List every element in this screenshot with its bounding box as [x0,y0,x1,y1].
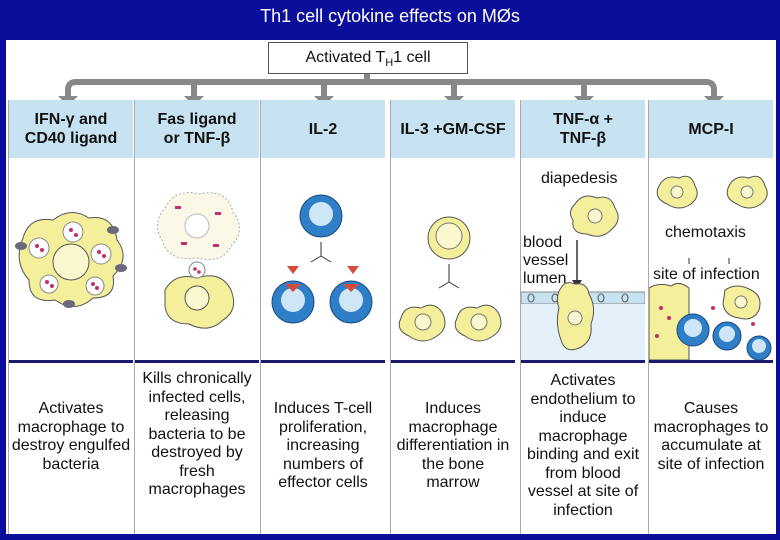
header-line-2: TNF-β [559,130,607,147]
site-of-infection-label: site of infection [653,266,760,283]
apoptotic-cell-illustration [135,158,259,360]
column-description: Induces macrophage differentiation in th… [396,400,510,491]
root-suffix: 1 cell [393,49,431,66]
column-divider [261,360,385,363]
chemotaxis-illustration: chemotaxis site of infection [649,158,773,360]
column-il-2: IL-2 Induces T-cell proliferation, incre… [260,100,385,534]
column-description: Activates macrophage to destroy engulfed… [11,400,131,473]
blood-label: blood [523,234,563,251]
header-line-1: IL-2 [308,120,338,138]
activated-th1-cell-box: Activated TH1 cell [268,42,468,74]
root-text: Activated T [305,49,386,66]
lumen-label: lumen [523,270,567,287]
vessel-label: vessel [523,252,569,269]
header-line-2: CD40 ligand [24,130,118,147]
header-line-1: TNF-α + [552,111,614,128]
column-header: Fas ligand or TNF-β [135,100,259,158]
column-header: IL-2 [261,100,385,158]
column-fas-ligand: Fas ligand or TNF-β Kills chronically inf… [134,100,259,534]
column-header: TNF-α + TNF-β [521,100,645,158]
column-description: Kills chronically infected cells, releas… [142,370,252,498]
column-divider [9,360,133,363]
column-header: MCP-I [649,100,773,158]
t-cell-proliferation-illustration [261,158,385,360]
column-description: Activates endothelium to induce macropha… [526,372,640,519]
root-subscript: H [385,57,394,70]
column-mcp-1: MCP-I chemotaxis site of infection Cause… [648,100,773,534]
chemotaxis-label: chemotaxis [665,224,746,241]
column-header: IL-3 +GM-CSF [391,100,515,158]
diapedesis-illustration: diapedesis blood vessel lumen [521,158,645,360]
column-divider [521,360,645,363]
macrophage-illustration [9,158,133,360]
column-description: Induces T-cell proliferation, increasing… [273,400,373,491]
column-tnf-alpha-beta: TNF-α + TNF-β diapedesis blood vessel lum… [520,100,645,534]
header-line-2: or TNF-β [163,130,231,147]
column-divider [135,360,259,363]
header-line-1: IFN-γ and [34,111,108,128]
column-description: Causes macrophages to accumulate at site… [653,400,769,473]
column-divider [391,360,515,363]
header-line-1: Fas ligand [157,111,237,128]
diapedesis-label: diapedesis [541,170,618,187]
column-divider [649,360,773,363]
header-line-1: MCP-I [688,120,734,138]
slide-title: Th1 cell cytokine effects on MØs [260,6,520,26]
column-il-3-gm-csf: IL-3 +GM-CSF Induces macrophage differen… [390,100,515,534]
header-line-1: IL-3 +GM-CSF [400,120,506,138]
macrophage-differentiation-illustration [391,158,515,360]
